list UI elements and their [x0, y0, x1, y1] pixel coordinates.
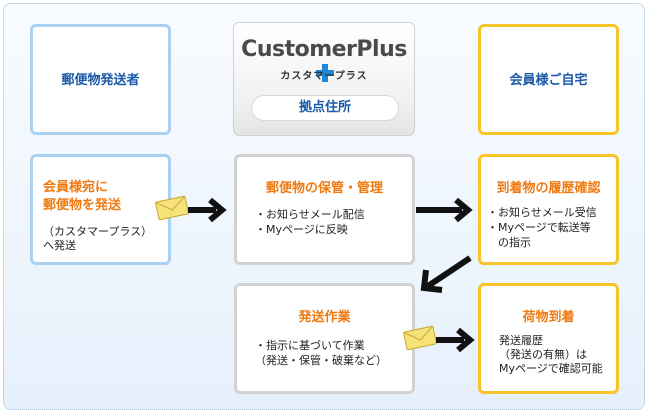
history-item: ・お知らせメール受信 [487, 206, 597, 219]
arrow-right-icon [436, 328, 475, 352]
member-home-title: 会員様ご自宅 [509, 73, 588, 88]
send-note-line2: へ発送 [43, 239, 76, 252]
envelope-icon [155, 195, 189, 221]
send-box: 会員様宛に 郵便物を発送 （カスタマープラス） へ発送 [30, 154, 171, 265]
hub-label: 拠点住所 [251, 95, 399, 121]
send-title-line1: 会員様宛に [43, 180, 109, 195]
history-title: 到着物の履歴確認 [496, 181, 601, 196]
sender-title: 郵便物発送者 [61, 73, 140, 88]
work-title: 発送作業 [298, 310, 351, 325]
hub-box: CustomerPlus カスタマープラス 拠点住所 [233, 22, 415, 136]
logo: CustomerPlus [234, 37, 414, 87]
arrow-down-left-icon [420, 255, 472, 293]
arrival-box: 荷物到着 発送履歴 （発送の有無）は Myページで確認可能 [478, 283, 619, 394]
arrow-right-icon [188, 198, 227, 222]
arrow-right-icon [416, 198, 473, 222]
arrival-line: （発送の有無）は [499, 348, 587, 361]
member-home-box: 会員様ご自宅 [478, 24, 619, 135]
logo-text: CustomerPlus [241, 37, 407, 62]
envelope-icon [403, 325, 437, 351]
send-note-line1: （カスタマープラス） [43, 225, 153, 238]
send-title-line2: 郵便物を発送 [43, 198, 122, 213]
storage-title: 郵便物の保管・管理 [265, 181, 383, 196]
history-item: ・Myページで転送等 [487, 221, 591, 234]
logo-subtitle: カスタマープラス [280, 71, 368, 82]
work-item: （発送・保管・破棄など） [255, 354, 387, 367]
arrival-line: 発送履歴 [499, 334, 543, 347]
storage-item: ・Myページに反映 [255, 223, 348, 236]
storage-box: 郵便物の保管・管理 ・お知らせメール配信 ・Myページに反映 [234, 154, 415, 265]
arrival-line: Myページで確認可能 [499, 362, 603, 375]
sender-box: 郵便物発送者 [30, 24, 171, 135]
work-item: ・指示に基づいて作業 [255, 339, 365, 352]
storage-item: ・お知らせメール配信 [255, 208, 365, 221]
plus-icon [315, 64, 334, 82]
history-item: の指示 [487, 236, 531, 249]
work-box: 発送作業 ・指示に基づいて作業 （発送・保管・破棄など） [234, 283, 415, 394]
arrival-title: 荷物到着 [522, 310, 575, 325]
history-box: 到着物の履歴確認 ・お知らせメール受信 ・Myページで転送等 の指示 [478, 154, 619, 265]
